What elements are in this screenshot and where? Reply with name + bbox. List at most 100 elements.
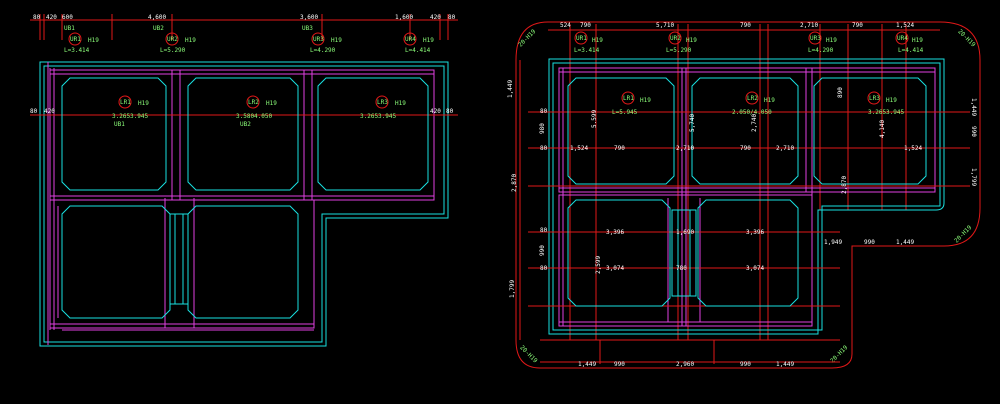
right-top-dim-1: 790 xyxy=(580,22,591,29)
right-rebar-mid-len-2: 2.050/4.050 xyxy=(732,109,772,116)
right-top-dim-3: 790 xyxy=(740,22,751,29)
right-bottom-dim-1: 990 xyxy=(614,361,625,368)
left-rebar-mid-id-1: LR1 xyxy=(120,99,131,106)
right-mid-rebars: LR1 H19 L=5.945 LR2 H19 2.050/4.050 LR3 … xyxy=(612,91,905,116)
right-right-dim-0: 1,449 xyxy=(970,98,977,116)
right-slab-inner-outline xyxy=(552,62,941,331)
right-rebar-mid-id-1: LR1 xyxy=(623,95,634,102)
right-lower-mid-dim-1: 990 xyxy=(864,239,875,246)
right-lower-mid-dim-0: 1,949 xyxy=(824,239,842,246)
right-outer-boundary xyxy=(515,21,981,369)
right-inner-dim-7: 4,140 xyxy=(879,120,886,138)
left-rebar-mid-len-1: 3.2653.945 xyxy=(112,113,149,120)
right-left-dim-5: 80 xyxy=(540,227,548,234)
right-mid-dim-5: 1,524 xyxy=(904,145,922,152)
left-top-dim-3: 4,600 xyxy=(148,14,166,21)
right-slab-outline xyxy=(548,58,945,335)
left-side-dim-0: 80 xyxy=(30,108,38,115)
left-slab-outline xyxy=(39,61,449,347)
right-inner-dim-8: 2,870 xyxy=(841,176,848,194)
right-rebar-mid-size-2: H19 xyxy=(764,97,775,104)
right-inner-dim-3: 5,740 xyxy=(689,114,696,132)
left-top-dim-ticks xyxy=(39,14,449,40)
right-left-dim-2: 80 xyxy=(540,108,548,115)
left-top-dim-2: 600 xyxy=(62,14,73,21)
right-inner-dim-4: 1,690 xyxy=(676,229,694,236)
left-rebar-mid-len-3: 3.2653.945 xyxy=(360,113,397,120)
right-corner-label-bl: 20-H19 xyxy=(518,344,539,365)
left-rebar-top-size-1: H19 xyxy=(88,37,99,44)
right-top-dim-ticks xyxy=(569,24,907,340)
right-rebar-mid-id-2: LR2 xyxy=(747,95,758,102)
left-top-dim-7: 80 xyxy=(448,14,456,21)
right-top-dim-5: 790 xyxy=(852,22,863,29)
right-rooms xyxy=(567,77,927,307)
left-side-dim-1: 420 xyxy=(44,108,55,115)
left-rooms xyxy=(61,77,429,319)
left-rebar-top-id-2: UR2 xyxy=(167,36,178,43)
right-rebar-mid-len-3: 3.2653.945 xyxy=(868,109,905,116)
right-top-dim-4: 2,710 xyxy=(800,22,818,29)
left-slab-inner-outline xyxy=(43,65,445,343)
right-top-dim-6: 1,524 xyxy=(896,22,914,29)
right-left-dim-3: 2,870 xyxy=(511,174,518,192)
right-mid-dim-4: 2,710 xyxy=(776,145,794,152)
right-left-dim-0: 1,449 xyxy=(507,80,514,98)
right-rebar-mid-id-3: LR3 xyxy=(869,95,880,102)
right-rebar-top-size-3: H19 xyxy=(826,37,837,44)
right-left-dim-1: 980 xyxy=(539,123,546,134)
right-right-dim-1: 990 xyxy=(970,126,977,137)
right-left-dim-8: 80 xyxy=(540,145,548,152)
right-inner-dim-10: 3,074 xyxy=(746,265,764,272)
right-bottom-dim-4: 1,449 xyxy=(776,361,794,368)
right-rebar-top-id-3: UR3 xyxy=(810,35,821,42)
left-rebar-top-size-3: H19 xyxy=(331,37,342,44)
left-top-dim-4: 3,600 xyxy=(300,14,318,21)
left-rebar-mid-size-2: H19 xyxy=(266,100,277,107)
right-top-rebars: UR1 H19 L=3.414 UR2 H19 L=5.290 UR3 H19 … xyxy=(574,31,924,54)
left-rebar-top-size-2: H19 xyxy=(185,37,196,44)
right-rebar-mid-len-1: L=5.945 xyxy=(612,109,638,116)
right-side-dim-0: 420 xyxy=(430,108,441,115)
left-rebar-top-len-3: L=4.290 xyxy=(310,47,336,54)
left-plan: 80 420 600 4,600 3,600 1,600 420 80 UB1 … xyxy=(30,14,458,347)
right-lower-mid-dim-2: 1,449 xyxy=(896,239,914,246)
right-corner-label-br: 20-H19 xyxy=(953,224,974,245)
right-rebar-top-id-4: UR4 xyxy=(897,35,908,42)
left-rebar-mid-size-3: H19 xyxy=(395,100,406,107)
right-inner-dim-0: 5.599 xyxy=(591,110,598,128)
right-rebar-top-len-1: L=3.414 xyxy=(574,47,600,54)
left-beam-mid-2: UB2 xyxy=(240,121,251,128)
right-corner-label-b: 20-H19 xyxy=(829,344,850,365)
right-mid-dim-2: 2,710 xyxy=(676,145,694,152)
left-mid-rebars: LR1 H19 3.2653.945 UB1 LR2 H19 3.5804.05… xyxy=(112,95,406,128)
right-bottom-dim-3: 990 xyxy=(740,361,751,368)
left-rebar-top-len-2: L=5.290 xyxy=(160,47,186,54)
right-plan: 524 790 5,710 790 2,710 790 1,524 20-H19… xyxy=(507,21,981,369)
right-side-dim-1: 80 xyxy=(446,108,454,115)
right-left-dim-7: 80 xyxy=(540,265,548,272)
right-left-dim-4: 990 xyxy=(539,245,546,256)
left-top-dim-5: 1,600 xyxy=(395,14,413,21)
left-top-dim-0: 80 xyxy=(33,14,41,21)
left-top-dim-6: 420 xyxy=(430,14,441,21)
right-rebar-grid xyxy=(519,60,970,364)
left-rebar-mid-id-3: LR3 xyxy=(377,99,388,106)
right-rebar-top-len-4: L=4.414 xyxy=(898,47,924,54)
right-left-dim-6: 1,799 xyxy=(509,280,516,298)
right-inner-dim-6: 2,740 xyxy=(751,114,758,132)
left-beam-mid-1: UB1 xyxy=(114,121,125,128)
right-rebar-top-size-2: H19 xyxy=(686,37,697,44)
right-inner-dim-2: 2,599 xyxy=(595,256,602,274)
left-rebar-top-len-1: L=3.414 xyxy=(64,47,90,54)
right-inner-dim-1: 3,396 xyxy=(606,229,624,236)
right-right-dim-2: 1,799 xyxy=(970,168,977,186)
right-rebar-top-id-1: UR1 xyxy=(576,35,587,42)
left-top-dim-1: 420 xyxy=(46,14,57,21)
left-rebar-top-id-1: UR1 xyxy=(70,36,81,43)
right-corner-label-tr: 20-H19 xyxy=(956,28,977,49)
left-rebar-top-id-3: UR3 xyxy=(313,36,324,43)
right-rebar-mid-size-3: H19 xyxy=(886,97,897,104)
right-top-dim-2: 5,710 xyxy=(656,22,674,29)
